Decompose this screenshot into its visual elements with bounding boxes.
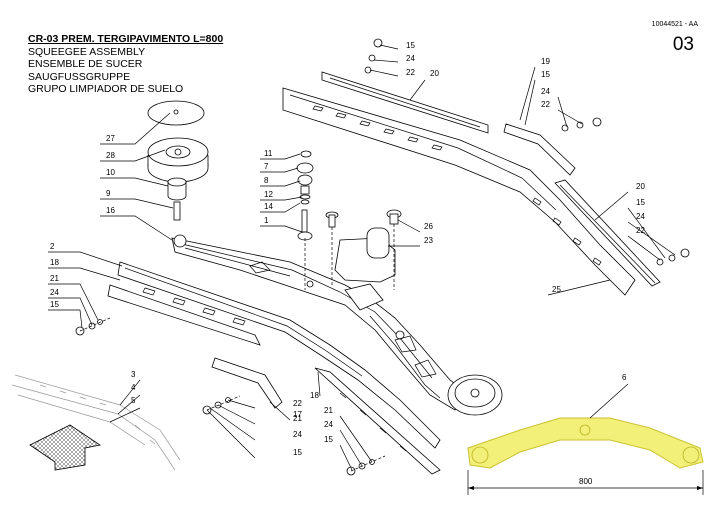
title-line-2: SQUEEGEE ASSEMBLY (28, 45, 146, 58)
callout-7: 7 (264, 162, 269, 171)
callout-16: 16 (106, 206, 115, 215)
callout-22-top: 22 (406, 68, 415, 77)
callout-21-left: 21 (50, 274, 59, 283)
knob-and-bracket (325, 209, 402, 290)
callout-6: 6 (622, 373, 627, 382)
callout-23: 23 (424, 236, 433, 245)
callout-labels: 27 28 10 9 16 2 18 21 24 15 11 7 8 12 14… (50, 41, 645, 457)
document-number: 10044521 - AA (651, 21, 698, 28)
callout-15-right: 15 (636, 198, 645, 207)
highlighted-squeegee-rubber (467, 417, 704, 469)
callout-3: 3 (131, 370, 136, 379)
lower-blade-left (107, 261, 441, 449)
strip-top (321, 71, 489, 134)
direction-arrow-icon (29, 424, 102, 471)
callout-24-top: 24 (406, 54, 415, 63)
callout-8: 8 (264, 176, 269, 185)
callout-14: 14 (264, 202, 273, 211)
callout-28: 28 (106, 151, 115, 160)
callout-19: 19 (541, 57, 550, 66)
upper-blade (282, 87, 636, 296)
reference-blade-faint (11, 374, 181, 471)
callout-2: 2 (50, 242, 55, 251)
center-stack (296, 150, 314, 290)
callout-11: 11 (264, 149, 273, 158)
callout-12: 12 (264, 190, 273, 199)
squeegee-body (171, 234, 471, 411)
callout-24-bottom: 24 (293, 430, 302, 439)
strip-19 (503, 123, 576, 176)
callout-24-mid: 24 (541, 87, 550, 96)
callout-24-right: 24 (636, 212, 645, 221)
callout-26: 26 (424, 222, 433, 231)
callout-17: 17 (293, 410, 302, 419)
callout-15-top: 15 (406, 41, 415, 50)
callout-5: 5 (131, 396, 136, 405)
page-number: 03 (672, 34, 694, 55)
callout-15-bottom: 15 (293, 448, 302, 457)
lower-strips (211, 357, 441, 475)
callout-20-right: 20 (636, 182, 645, 191)
callout-15-mid: 15 (541, 70, 550, 79)
callout-25: 25 (552, 285, 561, 294)
callout-22-mid: 22 (541, 100, 550, 109)
callout-21-bottom: 21 (293, 414, 302, 423)
title-line-3: ENSEMBLE DE SUCER (28, 58, 143, 70)
callout-21-br: 21 (324, 406, 333, 415)
callout-18-left: 18 (50, 258, 59, 267)
callout-22-bottom: 22 (293, 399, 302, 408)
callout-27: 27 (106, 134, 115, 143)
dimension-label: 800 (579, 477, 593, 486)
callout-22-right: 22 (636, 226, 645, 235)
title-line-5: GRUPO LIMPIADOR DE SUELO (28, 83, 184, 95)
title-line-1: CR-03 PREM. TERGIPAVIMENTO L=800 (28, 33, 224, 45)
callout-1: 1 (264, 216, 269, 225)
wheel-assembly (147, 100, 209, 221)
callout-18-bottom: 18 (310, 391, 319, 400)
callout-4: 4 (131, 383, 136, 392)
callout-20-top: 20 (430, 69, 439, 78)
callout-15-br: 15 (324, 435, 333, 444)
leader-lines (48, 44, 676, 471)
callout-15-left: 15 (50, 300, 59, 309)
strip-right (554, 179, 661, 287)
title-block: CR-03 PREM. TERGIPAVIMENTO L=800 SQUEEGE… (28, 33, 223, 96)
title-line-4: SAUGFUSSGRUPPE (28, 70, 131, 83)
width-dimension: 800 (467, 470, 704, 495)
right-wheel (447, 374, 503, 416)
callout-24-br: 24 (324, 420, 333, 429)
callout-24-left: 24 (50, 288, 59, 297)
callout-9: 9 (106, 189, 111, 198)
callout-10: 10 (106, 168, 115, 177)
